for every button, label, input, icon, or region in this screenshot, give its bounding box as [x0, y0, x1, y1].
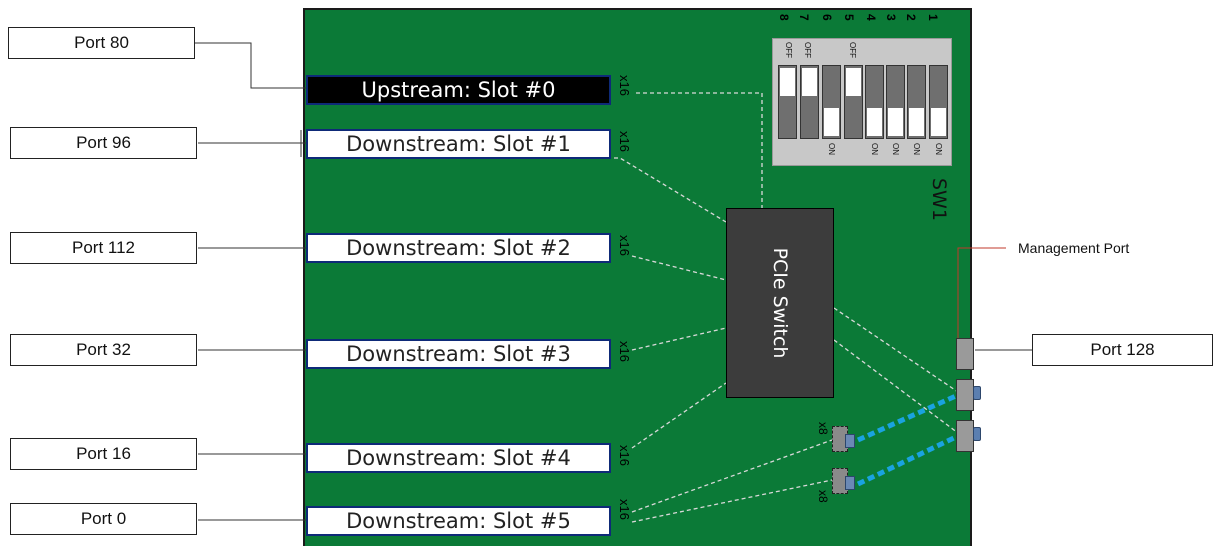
trace-slot4 [631, 382, 727, 449]
slot-2-lanes: x16 [617, 235, 632, 256]
dip-toggle-8[interactable] [778, 65, 797, 139]
dip-number-6: 6 [820, 14, 834, 21]
dip-toggle-3[interactable] [886, 65, 905, 139]
dip-toggle-4[interactable] [865, 65, 884, 139]
trace-slot5a [631, 439, 833, 513]
trace-switch-conn2 [833, 339, 959, 434]
dip-number-4: 4 [864, 14, 878, 21]
cable-end-2-tab [845, 476, 855, 490]
cable-connector-2 [956, 420, 974, 452]
cable-2 [856, 433, 960, 487]
port-96-label: Port 96 [10, 127, 197, 159]
trace-slot2 [631, 255, 727, 281]
connector-2-tab [973, 427, 981, 441]
pcie-switch-chip: PCIe Switch [726, 208, 834, 398]
dip-3-on-label: ON [891, 143, 900, 155]
slot-5-lanes: x16 [617, 499, 632, 520]
trace-slot1 [607, 143, 727, 223]
dip-number-8: 8 [777, 14, 791, 21]
slot-4-lanes: x16 [617, 445, 632, 466]
slot-0-lanes: x16 [617, 75, 632, 96]
dip-2-on-label: ON [912, 143, 921, 155]
leader-management-port [957, 247, 1006, 338]
dip-7-off-label: OFF [803, 42, 812, 58]
dip-toggle-2[interactable] [907, 65, 926, 139]
dip-toggle-6[interactable] [822, 65, 841, 139]
cable-2-lanes: x8 [816, 490, 830, 503]
dip-number-2: 2 [904, 14, 918, 21]
downstream-slot-4: Downstream: Slot #4 [306, 443, 611, 473]
dip-number-3: 3 [884, 14, 898, 21]
pcie-switch-label: PCIe Switch [769, 247, 791, 359]
dip-number-7: 7 [797, 14, 811, 21]
trace-slot0 [636, 92, 763, 208]
dip-5-off-label: OFF [848, 42, 857, 58]
port-16-label: Port 16 [10, 438, 197, 470]
trace-slot3 [631, 327, 727, 351]
dip-4-on-label: ON [870, 143, 879, 155]
dip-number-5: 5 [842, 14, 856, 21]
connector-1-tab [973, 386, 981, 400]
dip-number-1: 1 [926, 14, 940, 21]
port-32-label: Port 32 [10, 334, 197, 366]
cable-1-lanes: x8 [816, 422, 830, 435]
dip-1-on-label: ON [934, 143, 943, 155]
port-112-label: Port 112 [10, 232, 197, 264]
upstream-slot-0: Upstream: Slot #0 [306, 75, 611, 105]
cable-end-1-tab [845, 434, 855, 448]
dip-6-on-label: ON [827, 143, 836, 155]
port-80-label: Port 80 [8, 27, 195, 59]
trace-slot5b [631, 479, 833, 523]
dip-toggle-5[interactable] [844, 65, 863, 139]
sw1-label: SW1 [928, 178, 950, 221]
cable-1 [856, 392, 960, 443]
cable-connector-1 [956, 379, 974, 411]
dip-toggle-1[interactable] [929, 65, 948, 139]
trace-switch-conn1 [833, 307, 959, 393]
downstream-slot-5: Downstream: Slot #5 [306, 506, 611, 536]
dip-8-off-label: OFF [784, 42, 793, 58]
slot-1-lanes: x16 [617, 131, 632, 152]
downstream-slot-1: Downstream: Slot #1 [306, 129, 611, 159]
port-128-label: Port 128 [1032, 334, 1213, 366]
downstream-slot-3: Downstream: Slot #3 [306, 339, 611, 369]
port-0-label: Port 0 [10, 503, 197, 535]
dip-toggle-7[interactable] [800, 65, 819, 139]
management-port-label: Management Port [1018, 240, 1130, 256]
slot-3-lanes: x16 [617, 341, 632, 362]
downstream-slot-2: Downstream: Slot #2 [306, 233, 611, 263]
leader-port-80 [195, 42, 306, 89]
management-port-connector [956, 338, 974, 370]
